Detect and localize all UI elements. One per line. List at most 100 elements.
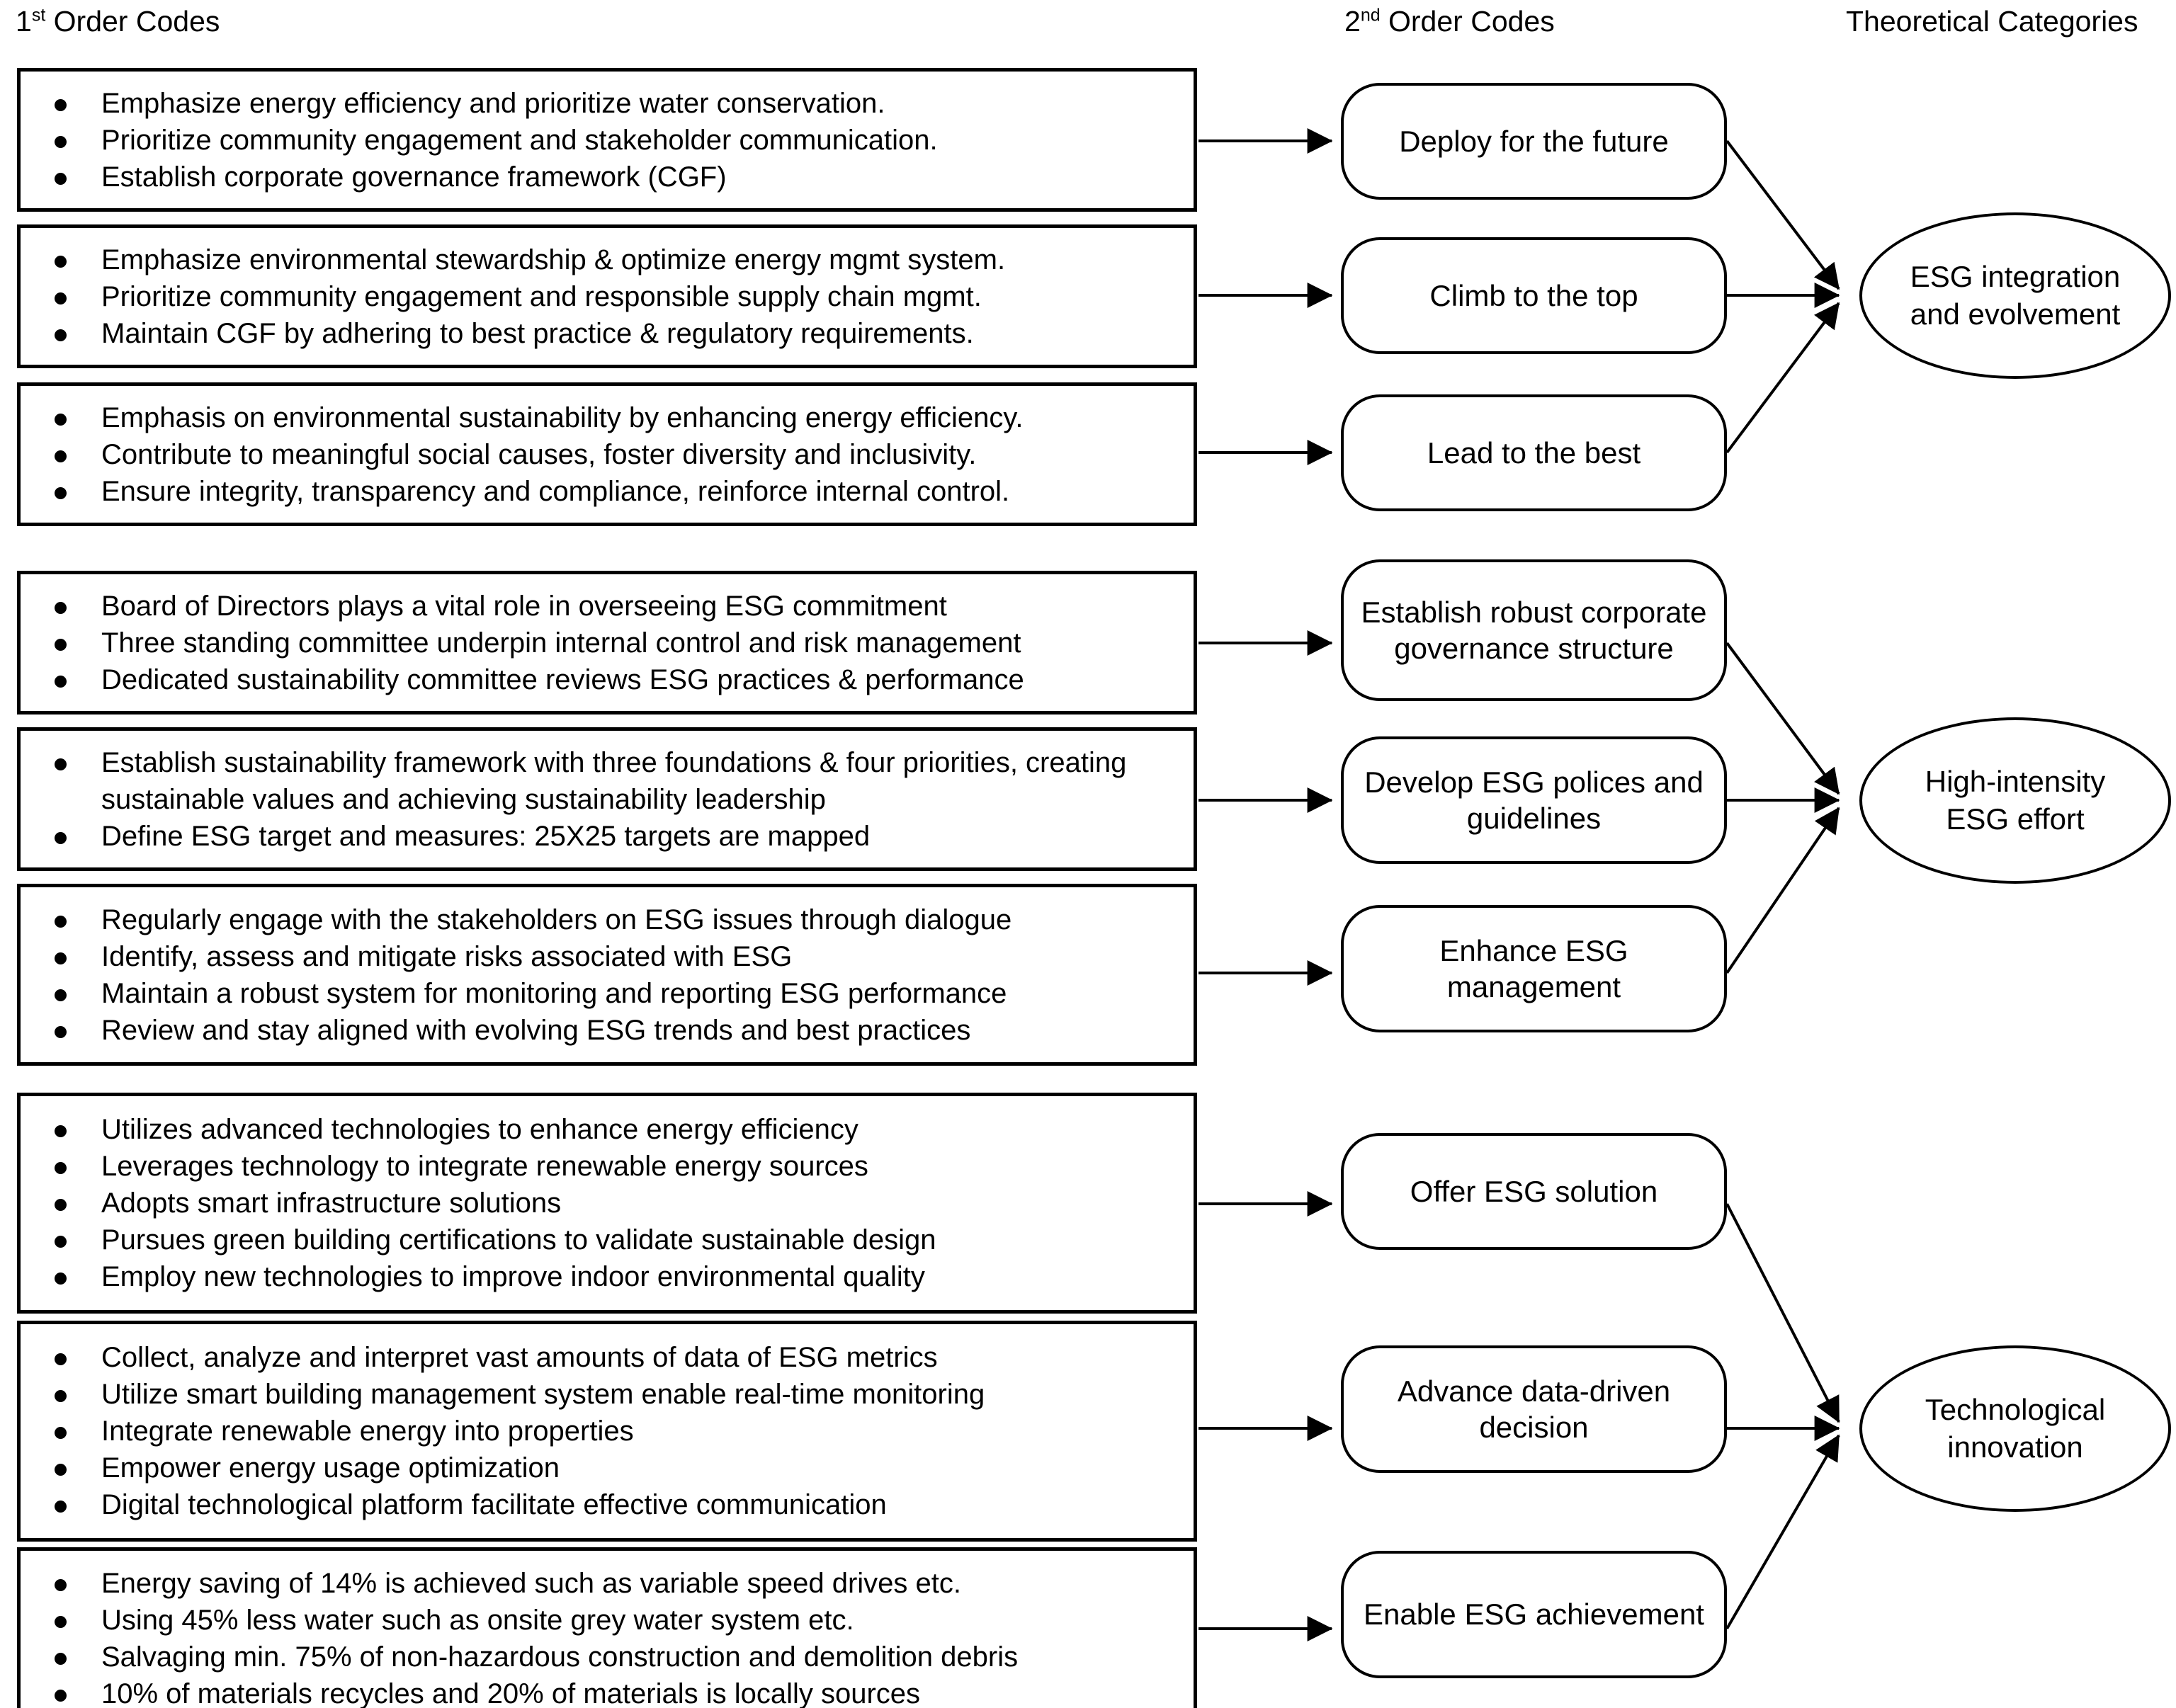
header-second-order-prefix: 2 — [1344, 5, 1361, 38]
header-theoretical-categories: Theoretical Categories — [1846, 5, 2138, 38]
bullet-icon — [55, 675, 67, 688]
second-order-label: Offer ESG solution — [1410, 1174, 1658, 1208]
theoretical-category-label: High-intensity ESG effort — [1925, 765, 2106, 836]
list-item: 10% of materials recycles and 20% of mat… — [21, 1675, 1194, 1708]
list-item: Contribute to meaningful social causes, … — [21, 436, 1194, 473]
first-order-box-9: Energy saving of 14% is achieved such as… — [17, 1547, 1197, 1708]
theoretical-category-label: Technological innovation — [1925, 1393, 2106, 1464]
first-order-list: Emphasis on environmental sustainability… — [21, 386, 1194, 523]
list-item: Prioritize community engagement and resp… — [21, 278, 1194, 315]
list-item: Energy saving of 14% is achieved such as… — [21, 1565, 1194, 1602]
bullet-icon — [55, 255, 67, 268]
list-item: Review and stay aligned with evolving ES… — [21, 1012, 1194, 1049]
second-order-box-advance-data-driven-decision[interactable]: Advance data-driven decision — [1341, 1345, 1727, 1473]
list-item: Establish corporate governance framework… — [21, 159, 1194, 195]
list-item: Salvaging min. 75% of non-hazardous cons… — [21, 1639, 1194, 1675]
bullet-icon — [55, 1390, 67, 1402]
list-item: Using 45% less water such as onsite grey… — [21, 1602, 1194, 1639]
bullet-icon — [55, 758, 67, 770]
first-order-box-6: Regularly engage with the stakeholders o… — [17, 884, 1197, 1066]
second-order-label: Enable ESG achievement — [1364, 1598, 1704, 1632]
bullet-icon — [55, 952, 67, 964]
list-item: Emphasize energy efficiency and prioriti… — [21, 85, 1194, 122]
theoretical-category-label: ESG integration and evolvement — [1910, 260, 2121, 331]
second-order-label: Advance data-driven decision — [1397, 1374, 1671, 1444]
first-order-box-7: Utilizes advanced technologies to enhanc… — [17, 1093, 1197, 1314]
bullet-icon — [55, 1501, 67, 1513]
list-item: Empower energy usage optimization — [21, 1450, 1194, 1486]
second-order-label: Develop ESG polices and guidelines — [1364, 765, 1704, 835]
second-order-box-enhance-esg-management[interactable]: Enhance ESG management — [1341, 905, 1727, 1032]
first-order-list: Establish sustainability framework with … — [21, 731, 1194, 867]
second-order-box-lead-to-the-best[interactable]: Lead to the best — [1341, 394, 1727, 511]
bullet-icon — [55, 915, 67, 928]
bullet-icon — [55, 1615, 67, 1628]
list-item: Employ new technologies to improve indoo… — [21, 1258, 1194, 1295]
bullet-icon — [55, 638, 67, 651]
bullet-icon — [55, 601, 67, 614]
first-order-box-3: Emphasis on environmental sustainability… — [17, 382, 1197, 526]
list-item: Utilize smart building management system… — [21, 1376, 1194, 1413]
second-order-label: Enhance ESG management — [1439, 933, 1628, 1003]
list-item: Prioritize community engagement and stak… — [21, 122, 1194, 159]
list-item: Emphasis on environmental sustainability… — [21, 399, 1194, 436]
header-second-order-sup: nd — [1360, 5, 1381, 25]
list-item: Define ESG target and measures: 25X25 ta… — [21, 818, 1194, 855]
first-order-box-8: Collect, analyze and interpret vast amou… — [17, 1321, 1197, 1542]
first-order-list: Emphasize energy efficiency and prioriti… — [21, 72, 1194, 208]
bullet-icon — [55, 329, 67, 341]
bullet-icon — [55, 172, 67, 185]
first-order-box-4: Board of Directors plays a vital role in… — [17, 571, 1197, 714]
header-first-order-prefix: 1 — [16, 5, 32, 38]
list-item: Establish sustainability framework with … — [21, 744, 1194, 818]
theoretical-category-technological-innovation[interactable]: Technological innovation — [1859, 1345, 2171, 1512]
list-item: Collect, analyze and interpret vast amou… — [21, 1339, 1194, 1376]
bullet-icon — [55, 989, 67, 1001]
second-order-box-enable-esg-achievement[interactable]: Enable ESG achievement — [1341, 1551, 1727, 1678]
first-order-list: Board of Directors plays a vital role in… — [21, 574, 1194, 711]
second-order-box-climb-to-the-top[interactable]: Climb to the top — [1341, 237, 1727, 354]
bullet-icon — [55, 1025, 67, 1038]
list-item: Digital technological platform facilitat… — [21, 1486, 1194, 1523]
second-order-box-establish-robust-corporate-governance-structure[interactable]: Establish robust corporate governance st… — [1341, 559, 1727, 701]
header-first-order-sup: st — [31, 5, 46, 25]
first-order-box-2: Emphasize environmental stewardship & op… — [17, 224, 1197, 368]
header-second-order-codes: 2nd Order Codes — [1344, 5, 1555, 38]
theoretical-category-high-intensity-esg-effort[interactable]: High-intensity ESG effort — [1859, 717, 2171, 884]
second-order-box-deploy-for-the-future[interactable]: Deploy for the future — [1341, 83, 1727, 200]
bullet-icon — [55, 1427, 67, 1439]
bullet-icon — [55, 486, 67, 499]
bullet-icon — [55, 135, 67, 148]
bullet-icon — [55, 450, 67, 462]
bullet-icon — [55, 831, 67, 844]
list-item: Emphasize environmental stewardship & op… — [21, 241, 1194, 278]
second-order-label: Deploy for the future — [1399, 124, 1669, 158]
second-order-box-offer-esg-solution[interactable]: Offer ESG solution — [1341, 1133, 1727, 1250]
first-order-list: Energy saving of 14% is achieved such as… — [21, 1551, 1194, 1708]
list-item: Dedicated sustainability committee revie… — [21, 661, 1194, 698]
second-order-label: Establish robust corporate governance st… — [1361, 595, 1707, 665]
bullet-icon — [55, 98, 67, 111]
list-item: Leverages technology to integrate renewa… — [21, 1148, 1194, 1185]
bullet-icon — [55, 1353, 67, 1365]
bullet-icon — [55, 1689, 67, 1702]
first-order-list: Regularly engage with the stakeholders o… — [21, 887, 1194, 1062]
list-item: Integrate renewable energy into properti… — [21, 1413, 1194, 1450]
first-order-list: Utilizes advanced technologies to enhanc… — [21, 1096, 1194, 1310]
list-item: Utilizes advanced technologies to enhanc… — [21, 1111, 1194, 1148]
second-order-label: Lead to the best — [1427, 435, 1641, 469]
list-item: Adopts smart infrastructure solutions — [21, 1185, 1194, 1222]
bullet-icon — [55, 1652, 67, 1665]
theoretical-category-esg-integration-and-evolvement[interactable]: ESG integration and evolvement — [1859, 212, 2171, 379]
first-order-box-5: Establish sustainability framework with … — [17, 727, 1197, 871]
list-item: Identify, assess and mitigate risks asso… — [21, 938, 1194, 975]
bullet-icon — [55, 1578, 67, 1591]
bullet-icon — [55, 1199, 67, 1211]
second-order-box-develop-esg-polices-and-guidelines[interactable]: Develop ESG polices and guidelines — [1341, 736, 1727, 864]
list-item: Three standing committee underpin intern… — [21, 625, 1194, 661]
first-order-list: Collect, analyze and interpret vast amou… — [21, 1324, 1194, 1538]
list-item: Pursues green building certifications to… — [21, 1222, 1194, 1258]
header-first-order-codes: 1st Order Codes — [16, 5, 220, 38]
bullet-icon — [55, 413, 67, 426]
header-first-order-rest: Order Codes — [45, 5, 220, 38]
